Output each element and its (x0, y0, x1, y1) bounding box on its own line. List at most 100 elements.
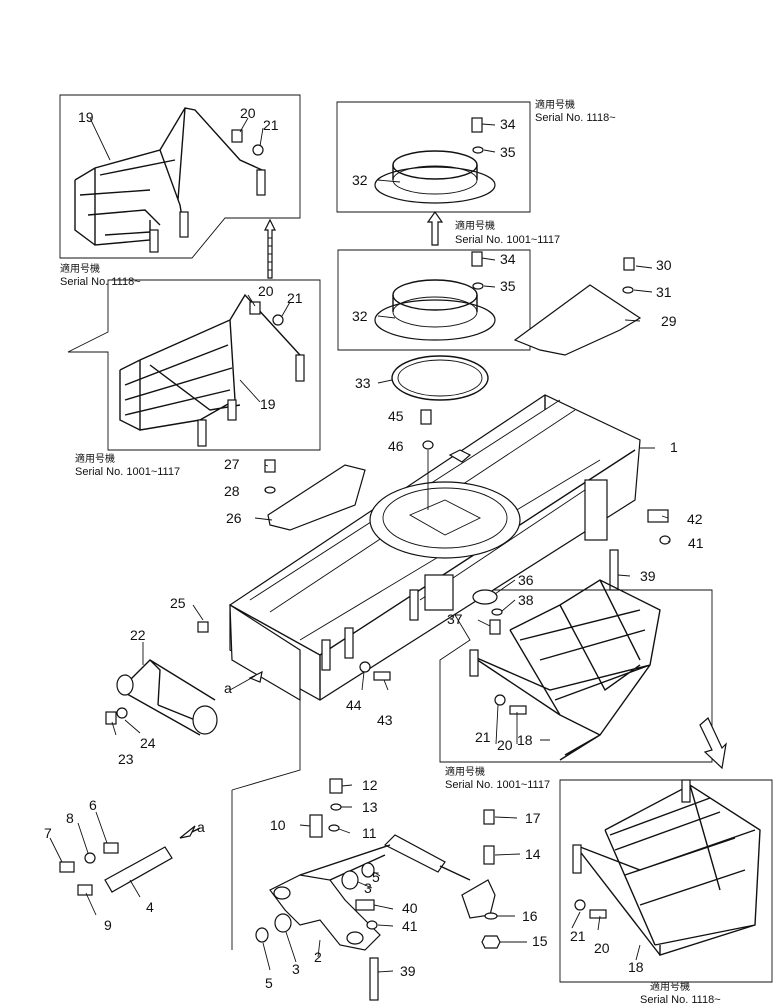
lock-plate-icon (103, 842, 119, 854)
callout-35: 35 (500, 278, 516, 294)
callout-26: 26 (226, 510, 242, 526)
washer-icon (272, 314, 284, 326)
bushing-icon (361, 862, 375, 878)
caption-jp: 適用号機 (455, 219, 495, 232)
callout-10: 10 (270, 817, 286, 833)
callout-21: 21 (570, 928, 586, 944)
front-guard-1001 (119, 293, 305, 447)
washer-icon (264, 486, 276, 494)
arrow-down-right-icon (699, 717, 727, 770)
nut-icon (481, 935, 501, 949)
caption-jp: 適用号機 (535, 98, 575, 111)
callout-21: 21 (287, 290, 303, 306)
callout-12: 12 (362, 777, 378, 793)
washer-icon (491, 608, 503, 616)
bushing-icon (274, 913, 292, 933)
callout-20: 20 (497, 737, 513, 753)
callout-16: 16 (522, 908, 538, 924)
callout-1: 1 (670, 439, 678, 455)
seal-ring (391, 355, 489, 401)
washer-icon (252, 144, 264, 156)
callout-32: 32 (352, 172, 368, 188)
callout-20: 20 (240, 105, 256, 121)
callout-45: 45 (388, 408, 404, 424)
bolt-icon (249, 301, 261, 315)
bolt-icon (589, 909, 607, 919)
bolt-icon (483, 845, 495, 865)
panel-lower-link (231, 700, 301, 950)
callout-19: 19 (78, 109, 94, 125)
callout-20: 20 (594, 940, 610, 956)
callout-15: 15 (532, 933, 548, 949)
washer-icon (116, 707, 128, 719)
callout-8: 8 (66, 810, 74, 826)
caption-serial: Serial No. 1001~1117 (75, 466, 180, 478)
callout-36: 36 (518, 572, 534, 588)
cover-plate-29 (513, 284, 642, 356)
ref-a: a (224, 680, 232, 696)
rear-guard-1118 (572, 779, 761, 956)
panel-ring-1118 (336, 101, 531, 213)
callout-34: 34 (500, 251, 516, 267)
bolt-icon (329, 778, 343, 794)
long-bolt-icon (609, 549, 619, 591)
bolt-icon (623, 257, 635, 271)
callout-35: 35 (500, 144, 516, 160)
arrow-up-icon (264, 218, 276, 279)
callout-39: 39 (400, 963, 416, 979)
cylinder (383, 834, 471, 881)
washer-icon (574, 899, 586, 911)
callout-17: 17 (525, 810, 541, 826)
plug-icon (197, 621, 209, 633)
callout-19: 19 (260, 396, 276, 412)
ring-flange-1001 (374, 279, 496, 341)
washer-icon (366, 920, 378, 930)
plate-icon (472, 589, 498, 605)
callout-9: 9 (104, 917, 112, 933)
bolt-icon (489, 619, 501, 635)
block-icon (355, 899, 375, 911)
callout-34: 34 (500, 116, 516, 132)
pin-4 (104, 827, 201, 893)
caption-jp: 適用号機 (75, 452, 115, 465)
pin-icon (309, 814, 323, 838)
grease-fitting-icon (483, 809, 495, 825)
washer-icon (472, 146, 484, 154)
bolt-icon (105, 711, 117, 725)
bolt-icon (509, 705, 527, 715)
caption-jp: 適用号機 (650, 980, 690, 993)
callout-31: 31 (656, 284, 672, 300)
washer-icon (622, 286, 634, 294)
ref-a: a (197, 819, 205, 835)
bushing-icon (255, 927, 269, 943)
callout-43: 43 (377, 712, 393, 728)
caption-jp: 適用号機 (60, 262, 100, 275)
cover-plate-26 (267, 464, 366, 531)
arrow-up-icon (426, 210, 444, 246)
washer-icon (359, 661, 371, 673)
arrow-icon (179, 825, 196, 839)
callout-41: 41 (402, 918, 418, 934)
main-frame (229, 394, 641, 702)
callout-23: 23 (118, 751, 134, 767)
callout-14: 14 (525, 846, 541, 862)
washer-icon (494, 694, 506, 706)
callout-40: 40 (402, 900, 418, 916)
callout-29: 29 (661, 313, 677, 329)
panel-rear-guard-1001 (439, 589, 713, 763)
callout-25: 25 (170, 595, 186, 611)
mount-bracket-22 (116, 659, 218, 736)
callout-6: 6 (89, 797, 97, 813)
callout-13: 13 (362, 799, 378, 815)
washer-icon (484, 912, 498, 920)
washer-icon (330, 803, 342, 811)
callout-7: 7 (44, 825, 52, 841)
bushing-icon (341, 870, 359, 890)
panel-guard-1001 (67, 279, 321, 451)
washer-icon (472, 282, 484, 290)
washer-icon (328, 824, 340, 832)
callout-46: 46 (388, 438, 404, 454)
callout-18: 18 (628, 959, 644, 975)
bracket-14 (461, 879, 496, 919)
callout-22: 22 (130, 627, 146, 643)
